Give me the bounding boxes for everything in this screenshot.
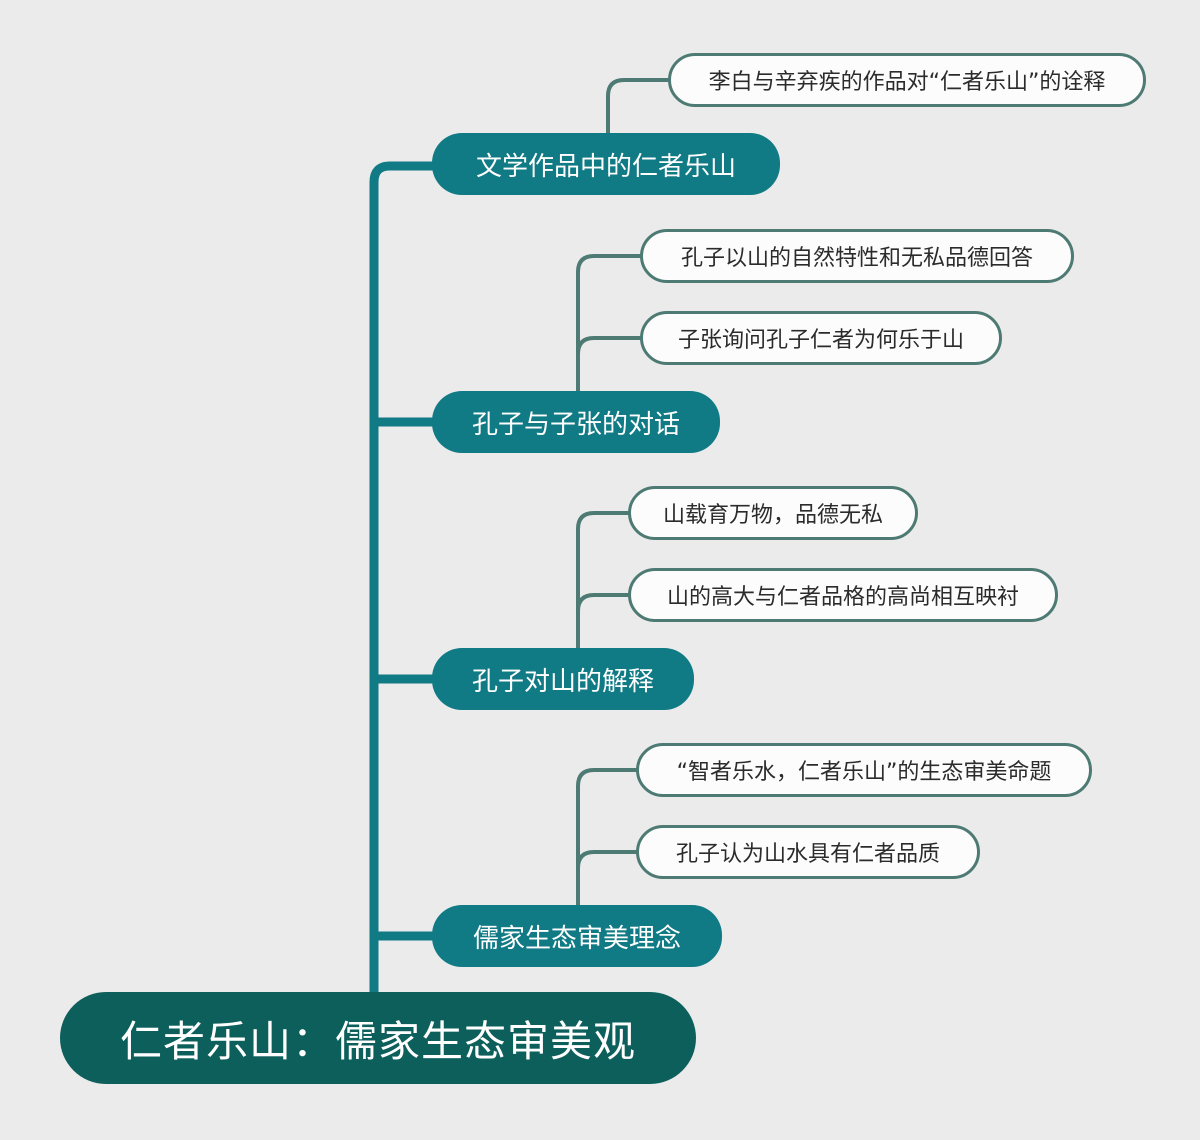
branch-node-literature[interactable]: 文学作品中的仁者乐山: [432, 133, 780, 195]
leaf-connector-2-2: [576, 336, 646, 356]
root-node[interactable]: 仁者乐山：儒家生态审美观: [60, 992, 696, 1084]
leaf-node-label: “智者乐水，仁者乐山”的生态审美命题: [676, 760, 1052, 785]
leaf-node-label: 山的高大与仁者品格的高尚相互映衬: [666, 585, 1019, 610]
leaf-connector-4-2: [576, 850, 642, 870]
root-node-label: 仁者乐山：儒家生态审美观: [119, 1016, 636, 1066]
leaf-node-label: 孔子认为山水具有仁者品质: [675, 842, 940, 867]
leaf-connector-1-1: [606, 78, 674, 172]
branch-node-label: 儒家生态审美理念: [472, 923, 681, 954]
leaf-node-zizhang-question[interactable]: 子张询问孔子仁者为何乐于山: [640, 311, 1002, 365]
leaf-subtrunk-2: [576, 254, 646, 428]
leaf-node-confucius-answer[interactable]: 孔子以山的自然特性和无私品德回答: [640, 229, 1074, 283]
branch-node-label: 孔子与子张的对话: [471, 409, 680, 440]
branch-node-label: 文学作品中的仁者乐山: [475, 151, 736, 182]
leaf-subtrunk-4: [576, 768, 642, 942]
leaf-node-mountain-nurtures[interactable]: 山载育万物，品德无私: [628, 486, 918, 540]
leaf-node-mountain-nobility[interactable]: 山的高大与仁者品格的高尚相互映衬: [628, 568, 1058, 622]
branch-node-mountain-explanation[interactable]: 孔子对山的解释: [432, 648, 694, 710]
leaf-node-label: 孔子以山的自然特性和无私品德回答: [680, 246, 1033, 271]
branch-node-label: 孔子对山的解释: [471, 666, 654, 697]
trunk-line: [369, 161, 437, 1015]
leaf-node-libai-xinqiji[interactable]: 李白与辛弃疾的作品对“仁者乐山”的诠释: [668, 53, 1146, 107]
leaf-node-landscape-benevolence[interactable]: 孔子认为山水具有仁者品质: [636, 825, 980, 879]
leaf-node-label: 李白与辛弃疾的作品对“仁者乐山”的诠释: [708, 70, 1106, 95]
leaf-node-label: 子张询问孔子仁者为何乐于山: [677, 328, 964, 353]
branch-node-confucian-aesthetics[interactable]: 儒家生态审美理念: [432, 905, 722, 967]
leaf-node-wise-water-benevolent-mountain[interactable]: “智者乐水，仁者乐山”的生态审美命题: [636, 743, 1092, 797]
leaf-node-label: 山载育万物，品德无私: [662, 503, 883, 528]
branch-node-dialogue[interactable]: 孔子与子张的对话: [432, 391, 720, 453]
leaf-subtrunk-3: [576, 511, 634, 685]
leaf-connector-3-2: [576, 593, 634, 613]
